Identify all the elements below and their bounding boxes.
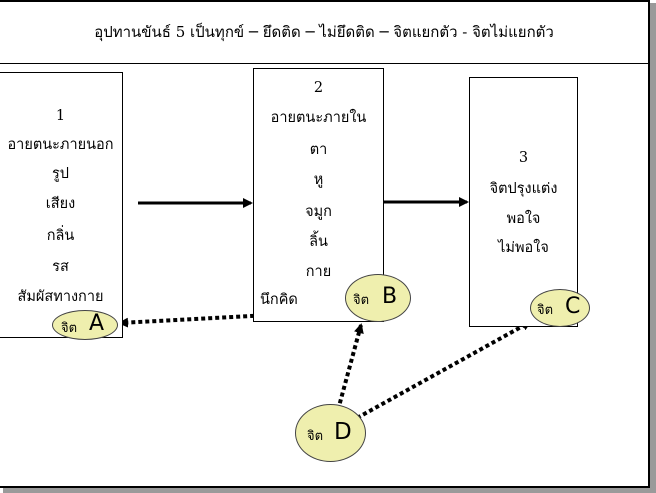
box3-number: 3: [518, 150, 529, 166]
header-divider: [0, 63, 648, 64]
dotted-arrow-d-to-b: [336, 323, 364, 411]
bubble-d-letter: D: [334, 419, 352, 445]
mind-bubble-a: จิต A: [52, 310, 118, 340]
bubble-c-thai: จิต: [537, 303, 554, 318]
bubble-b-thai: จิต: [353, 293, 370, 308]
bubble-d-thai: จิต: [307, 429, 324, 444]
mind-bubble-d: จิต D: [295, 404, 366, 462]
box2-line: จมูก: [305, 204, 332, 220]
box1-line: สัมผัสทางกาย: [17, 289, 104, 305]
box1-line: รส: [52, 259, 69, 275]
box1-line: เสียง: [45, 196, 76, 212]
box3-line: ไม่พอใจ: [498, 240, 549, 256]
box1-line: อายตนะภายนอก: [7, 137, 114, 153]
slide-title: อุปทานขันธ์ 5 เป็นทุกข์ ─ ยึดติด ─ ไม่ยึ…: [94, 23, 554, 41]
slide-shadow-right: [650, 3, 656, 493]
box2-number: 2: [313, 80, 324, 96]
mind-bubble-b: จิต B: [345, 274, 411, 322]
box2-line: ตา: [309, 142, 328, 158]
box1-number: 1: [55, 108, 66, 124]
bubble-b-letter: B: [382, 284, 398, 309]
box3-line: พอใจ: [506, 211, 541, 227]
dotted-arrow-d-to-c: [356, 320, 532, 420]
box2-line: นึกคิด: [260, 292, 298, 308]
box3-line: จิตปรุงแต่ง: [489, 181, 558, 197]
box1-line: กลิ่น: [46, 228, 75, 244]
box1-line: รูป: [52, 166, 69, 182]
box2-line: ลิ้น: [309, 234, 328, 250]
bubble-a-letter: A: [89, 311, 105, 336]
box2-line: หู: [313, 172, 324, 188]
bubble-a-thai: จิต: [61, 321, 78, 336]
slide-shadow-bottom: [3, 488, 656, 493]
box-external-senses: 1 อายตนะภายนอก รูป เสียง กลิ่น รส สัมผัส…: [0, 72, 123, 338]
bubble-c-letter: C: [565, 294, 581, 319]
box-mind-conditioning: 3 จิตปรุงแต่ง พอใจ ไม่พอใจ: [469, 77, 578, 327]
mind-bubble-c: จิต C: [530, 289, 590, 327]
box2-line: กาย: [305, 264, 332, 280]
box2-line: อายตนะภายใน: [270, 110, 367, 126]
